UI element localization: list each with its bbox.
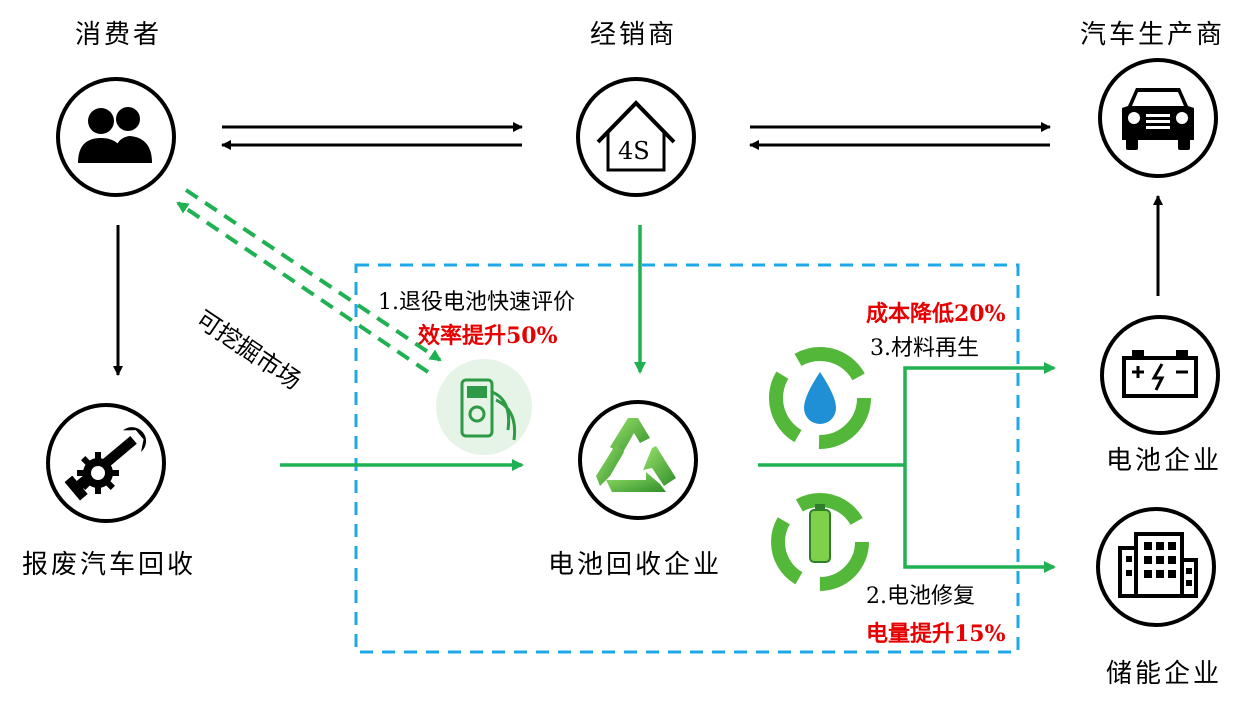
recycle-icon <box>596 418 676 492</box>
consumer-circle <box>56 77 176 197</box>
house-4s-icon <box>596 100 676 172</box>
consumer-label: 消费者 <box>75 20 163 50</box>
battery-company-label: 电池企业 <box>1106 446 1223 476</box>
arrow-to-battery-company <box>903 362 1056 465</box>
battery-recycle-icon <box>771 493 869 591</box>
dashed-arrow-to-consumer <box>176 201 430 374</box>
wrench-gear-icon <box>64 427 147 501</box>
eval-step-note: 1.退役电池快速评价 <box>378 290 575 315</box>
green-flow-arrows <box>280 225 1056 573</box>
recycler-circle <box>578 400 698 520</box>
water-recycle-icon <box>769 347 871 449</box>
process-region-box <box>354 263 1020 654</box>
dashed-arrow-to-tester <box>184 188 442 362</box>
battery-icon <box>1122 350 1198 398</box>
dealer-label: 经销商 <box>590 20 678 50</box>
battery-company-circle <box>1100 315 1220 435</box>
carmaker-label: 汽车生产商 <box>1080 20 1226 50</box>
car-icon <box>1122 88 1194 150</box>
eval-gain-note: 效率提升50% <box>418 323 558 349</box>
storage-company-label: 储能企业 <box>1106 659 1223 689</box>
material-step-note: 3.材料再生 <box>870 336 979 361</box>
arrow-to-storage-company <box>903 465 1056 573</box>
building-icon <box>1118 532 1198 598</box>
repair-gain-note: 电量提升15% <box>866 621 1006 647</box>
people-icon <box>78 107 152 163</box>
material-gain-note: 成本降低20% <box>866 301 1006 327</box>
market-dashed-arrows <box>176 188 442 374</box>
recycler-label: 电池回收企业 <box>548 550 723 580</box>
dealer-4s-badge: 4S <box>618 137 650 165</box>
black-flow-arrows <box>113 122 1163 376</box>
repair-step-note: 2.电池修复 <box>866 584 975 609</box>
tester-icon <box>436 359 532 455</box>
scrap-label: 报废汽车回收 <box>22 550 197 580</box>
